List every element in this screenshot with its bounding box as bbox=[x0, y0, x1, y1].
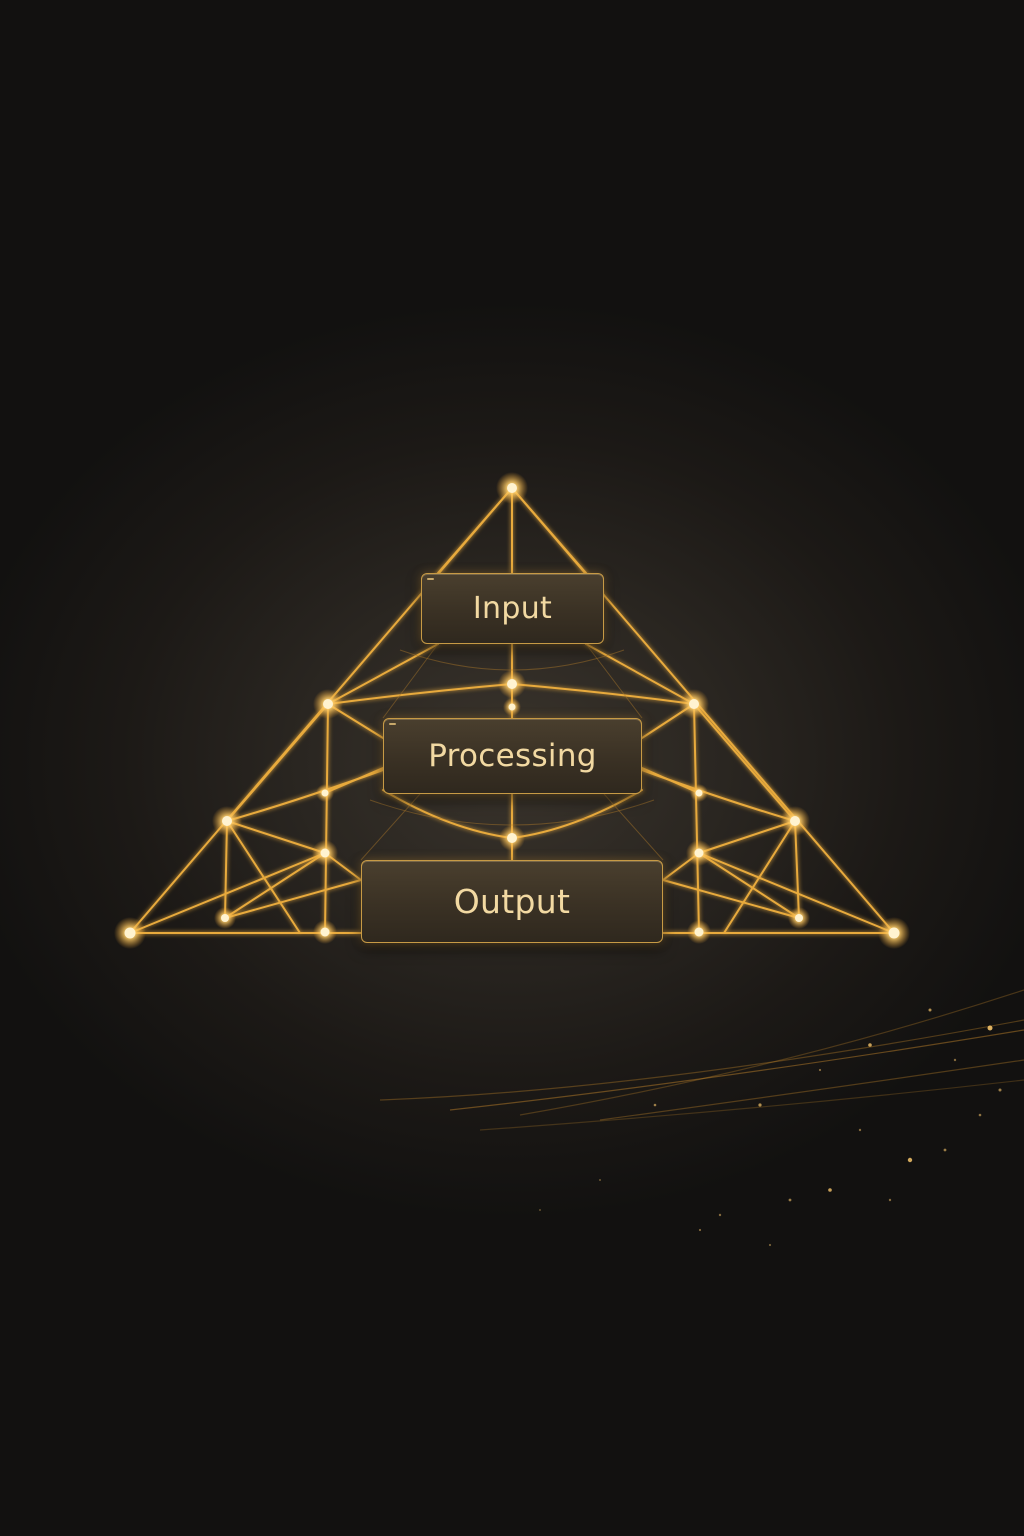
node-left-upper bbox=[313, 689, 343, 719]
node-center-upper-small bbox=[503, 698, 521, 716]
node-right-upper bbox=[679, 689, 709, 719]
box-corner-tick bbox=[389, 723, 396, 725]
node-left-mid bbox=[312, 840, 338, 866]
node-left-mid-small bbox=[316, 784, 334, 802]
processing-stage-box: Processing bbox=[383, 718, 642, 794]
box-corner-tick bbox=[427, 578, 434, 580]
node-right-outer bbox=[780, 806, 810, 836]
network-nodes bbox=[114, 472, 910, 949]
input-stage-label: Input bbox=[472, 591, 553, 626]
output-stage-label: Output bbox=[453, 882, 571, 921]
sparkle-particles bbox=[539, 1008, 1002, 1247]
node-right-mid-small bbox=[690, 784, 708, 802]
node-center-upper bbox=[498, 670, 526, 698]
node-base-right bbox=[878, 917, 910, 949]
node-base-left bbox=[114, 917, 146, 949]
processing-stage-label: Processing bbox=[428, 738, 597, 774]
node-apex bbox=[496, 472, 528, 504]
output-stage-box: Output bbox=[361, 860, 663, 943]
light-streams bbox=[379, 989, 1024, 1131]
node-left-outer bbox=[212, 806, 242, 836]
node-center-lower bbox=[499, 825, 525, 851]
input-stage-box: Input bbox=[421, 573, 604, 644]
node-base-inner-right bbox=[687, 920, 711, 944]
node-right-mid bbox=[686, 840, 712, 866]
node-base-inner-left bbox=[313, 920, 337, 944]
node-left-lower bbox=[214, 907, 236, 929]
node-right-lower bbox=[788, 907, 810, 929]
